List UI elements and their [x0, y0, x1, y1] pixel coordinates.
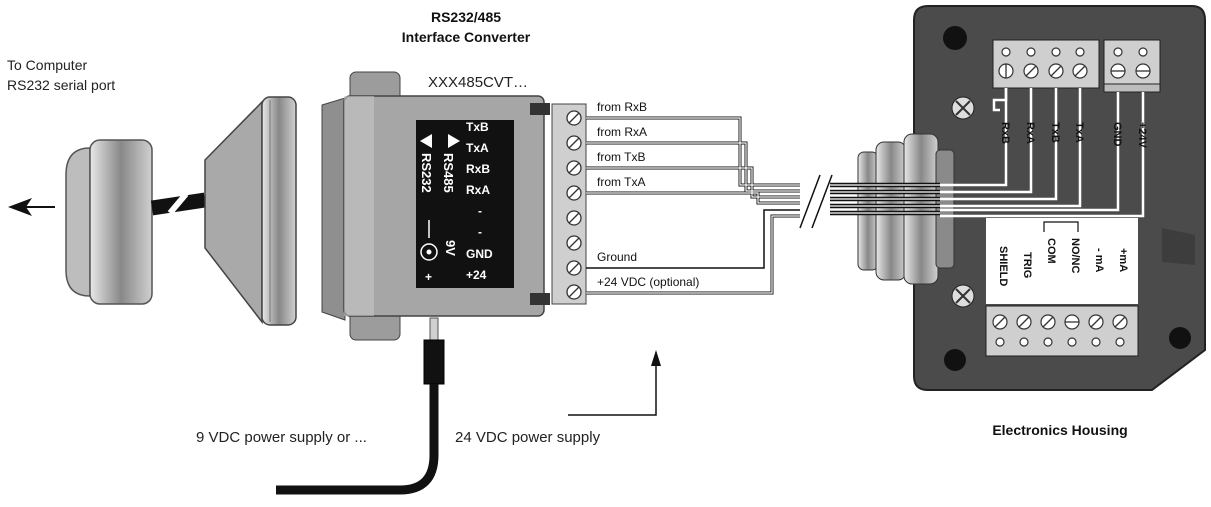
- wire-label-from-rxb: from RxB: [597, 100, 647, 114]
- housing-label-txb: TxB: [1049, 122, 1061, 143]
- mounting-hole-top-left: [943, 26, 967, 50]
- wire-label-ground: Ground: [597, 250, 637, 264]
- wire-label-from-txb: from TxB: [597, 150, 645, 164]
- housing-top-terminal-block: [992, 39, 1161, 93]
- right-arrow-icon: [448, 134, 460, 148]
- panel-label-plus: +: [425, 270, 432, 284]
- panel-label-dash-1: -: [478, 204, 482, 218]
- converter-terminal-block: [551, 103, 587, 305]
- housing-label-plus-ma: +mA: [1117, 248, 1129, 272]
- computer-cable: [150, 192, 207, 216]
- converter-tab-top: [530, 103, 550, 115]
- housing-label-txa: TxA: [1073, 122, 1085, 143]
- panel-label-txb: TxB: [466, 120, 489, 134]
- panel-label-rxb: RxB: [466, 162, 490, 176]
- power-label-24vdc: 24 VDC power supply: [455, 429, 601, 446]
- panel-label-txa: TxA: [466, 141, 489, 155]
- housing-label-rxb: RxB: [999, 122, 1011, 144]
- housing-label-plus24v: +24V: [1136, 122, 1148, 149]
- housing-label-gnd: GND: [1111, 122, 1123, 147]
- panel-label-gnd: GND: [466, 247, 493, 261]
- panel-label-rxa: RxA: [466, 183, 490, 197]
- housing-label-rxa: RxA: [1024, 122, 1036, 144]
- computer-label-line2: RS232 serial port: [7, 77, 115, 93]
- left-arrow-icon: [420, 134, 432, 148]
- wire-label-plus24vdc: +24 VDC (optional): [597, 275, 699, 289]
- mounting-hole-bottom-left: [944, 349, 966, 371]
- arrow-up-icon: [568, 350, 661, 416]
- panel-label-rs485: RS485: [441, 153, 456, 193]
- wire-label-from-txa: from TxA: [597, 175, 645, 189]
- mounting-hole-bottom-right: [1169, 327, 1191, 349]
- converter-model: XXX485CVT…: [428, 74, 528, 91]
- panel-label-rs232: RS232: [419, 153, 434, 193]
- signal-cable-bundle: [586, 116, 1145, 295]
- power-label-9vdc: 9 VDC power supply or ...: [196, 429, 367, 446]
- housing-bottom-terminal-block: [985, 305, 1139, 357]
- housing-label-trig: TRIG: [1021, 252, 1033, 278]
- housing-label-nonc: NO/NC: [1069, 238, 1081, 274]
- wire-label-from-rxa: from RxA: [597, 125, 647, 139]
- cable-gland: [857, 133, 955, 285]
- converter-title-line2: Interface Converter: [402, 29, 531, 45]
- converter-title-line1: RS232/485: [431, 9, 501, 25]
- housing-title: Electronics Housing: [992, 422, 1127, 438]
- housing-top-terminal-wires: [992, 88, 1145, 214]
- housing-label-com: COM: [1045, 238, 1057, 264]
- panel-label-plus24: +24: [466, 268, 487, 282]
- computer-db9-connector: [65, 139, 153, 305]
- arrow-to-computer-icon: [8, 198, 55, 216]
- housing-label-minus-ma: - mA: [1093, 248, 1105, 273]
- dc-jack-icon: [420, 220, 438, 261]
- converter-tab-bottom: [530, 293, 550, 305]
- screw-icon-lower: [951, 284, 975, 308]
- screw-icon-upper: [951, 96, 975, 120]
- housing-label-shield: SHIELD: [997, 246, 1009, 286]
- panel-label-dash-2: -: [478, 225, 482, 239]
- housing-top-label-backing: [996, 113, 1096, 153]
- power-supply-plug: [423, 317, 445, 385]
- panel-label-9v: 9V: [443, 240, 458, 256]
- converter-db25-backshell: [204, 96, 297, 326]
- computer-label-line1: To Computer: [7, 57, 87, 73]
- power-supply-cable: [276, 384, 439, 495]
- housing-bottom-label-panel: [986, 218, 1138, 304]
